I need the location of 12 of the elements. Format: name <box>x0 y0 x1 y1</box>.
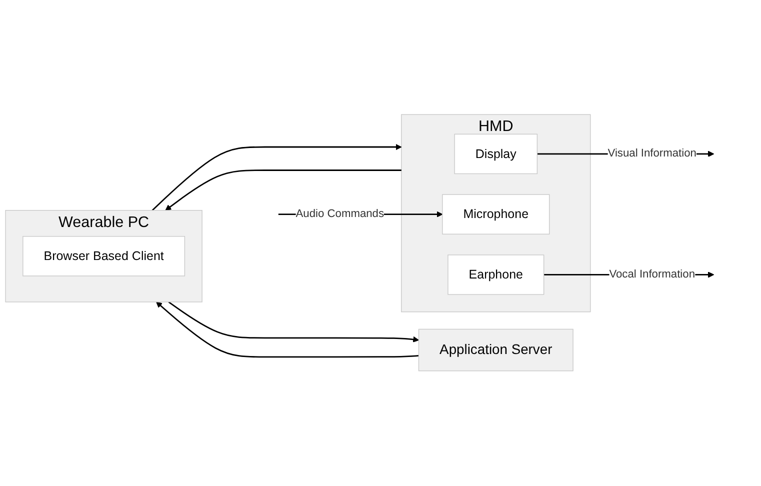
edge-label: Vocal Information <box>609 268 695 281</box>
node-box: Display <box>454 134 538 174</box>
edge-label: Audio Commands <box>296 208 384 220</box>
arrow <box>156 302 419 358</box>
node-box: Microphone <box>442 194 550 235</box>
arrow <box>168 302 419 343</box>
arrow <box>152 144 402 212</box>
node-box: Earphone <box>448 254 544 296</box>
arrow <box>165 170 402 211</box>
node-box: Browser Based Client <box>22 236 186 277</box>
edge-label: Visual Information <box>608 148 696 160</box>
node-box: Application Server <box>418 329 574 372</box>
